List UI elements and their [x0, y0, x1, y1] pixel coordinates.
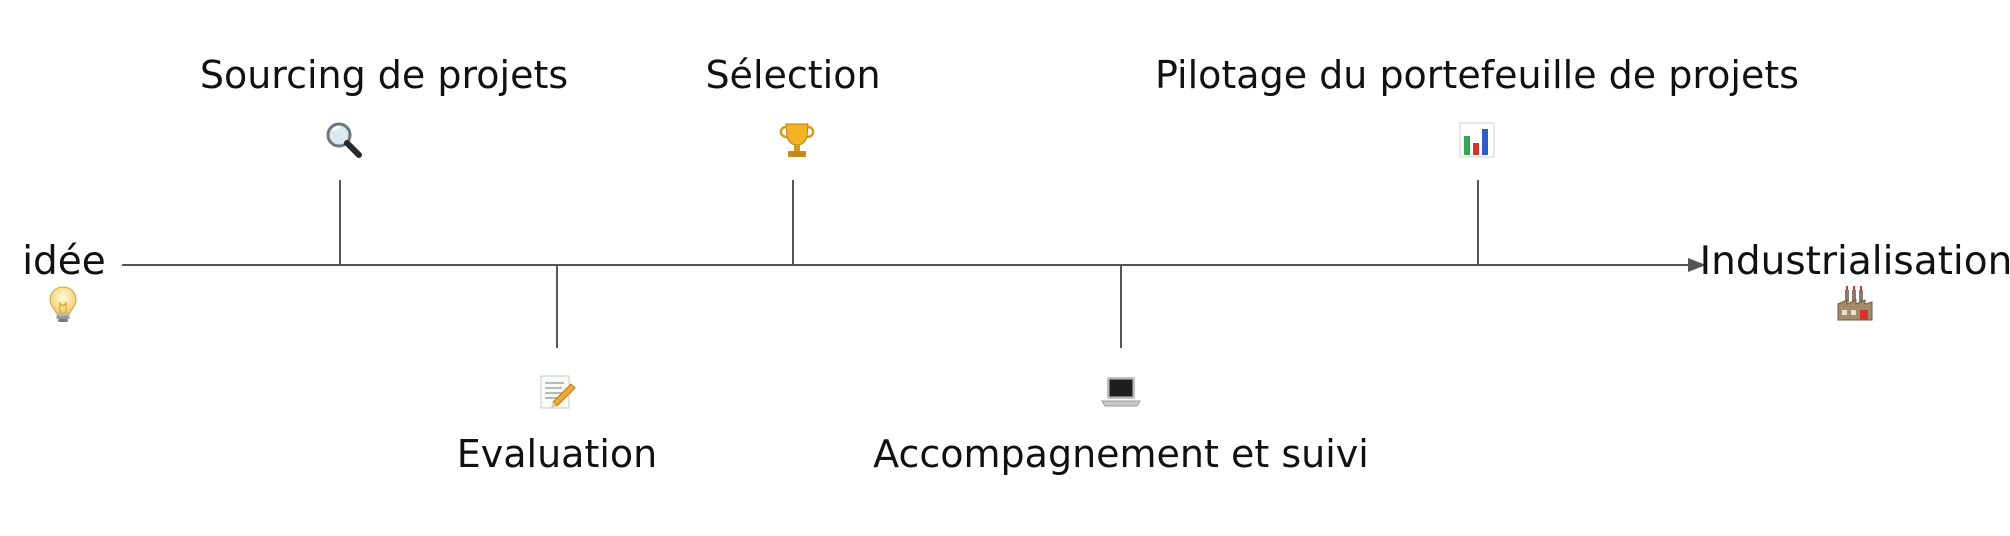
timeline-start-label: idée — [22, 239, 106, 284]
milestone-label-sourcing: Sourcing de projets — [199, 53, 569, 97]
milestone-label-evaluation: Evaluation — [456, 432, 658, 476]
memo-pencil-icon — [535, 370, 579, 414]
laptop-icon — [1099, 370, 1143, 414]
timeline-end-label: Industrialisation — [1699, 239, 2010, 284]
milestone-label-pilotage: Pilotage du portefeuille de projets — [1154, 53, 1800, 97]
factory-icon — [1833, 282, 1877, 326]
bar-chart-icon — [1455, 118, 1499, 162]
lightbulb-icon — [41, 282, 85, 326]
magnifying-glass-icon — [322, 118, 366, 162]
timeline-arrowhead — [1688, 258, 1706, 272]
milestone-label-accompagnement: Accompagnement et suivi — [873, 432, 1369, 476]
trophy-icon — [775, 118, 819, 162]
milestone-label-selection: Sélection — [705, 53, 881, 97]
